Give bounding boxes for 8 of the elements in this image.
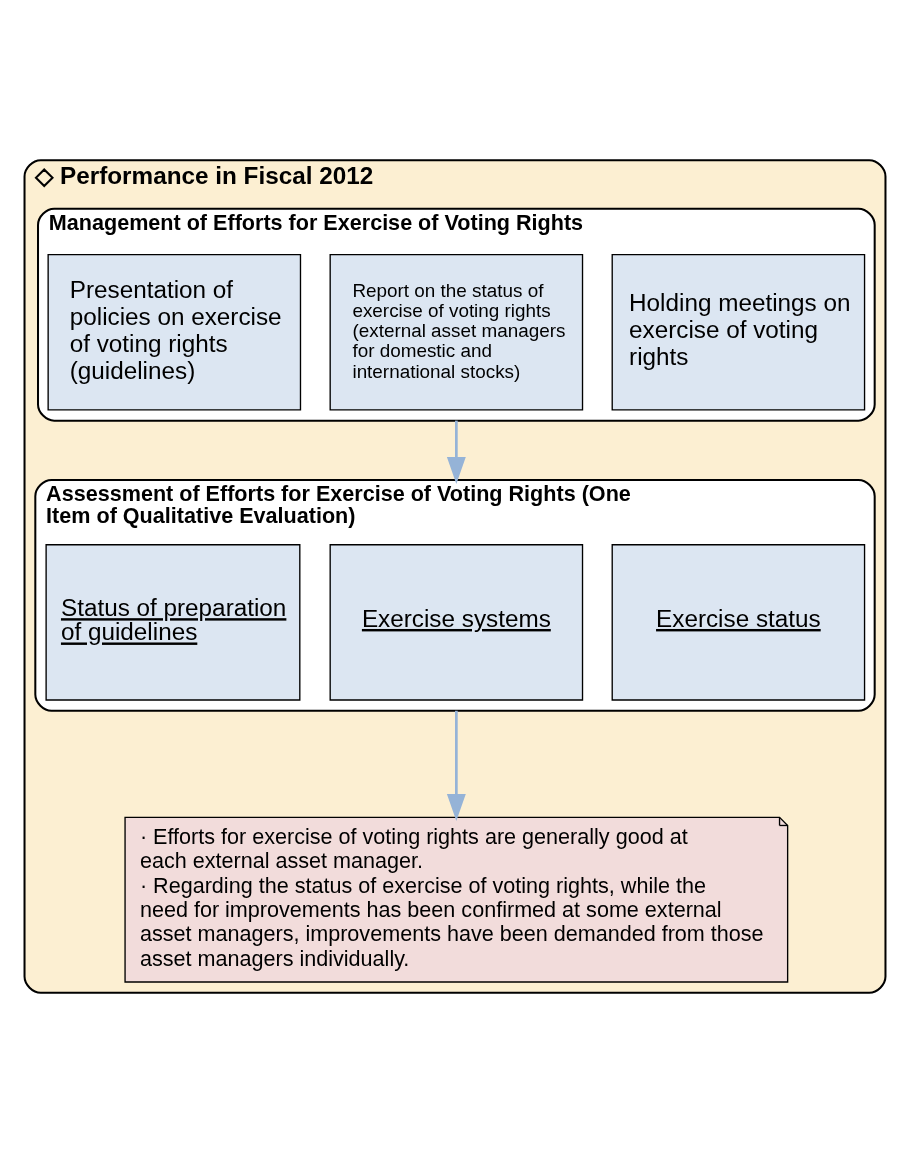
node-box: Exercise systems (329, 543, 584, 701)
node-box: Report on the status of exercise of voting rights (external asset managers for domestic and international stocks) (329, 253, 584, 410)
node-box: Holding meetings on exercise of voting rights (611, 253, 866, 410)
node-box: Status of preparation of guidelines (45, 543, 301, 701)
node-box: Exercise status (611, 543, 866, 701)
node-box: Presentation of policies on exercise of voting rights (guidelines) (47, 253, 302, 410)
arrow (446, 710, 466, 821)
arrow (446, 420, 466, 484)
